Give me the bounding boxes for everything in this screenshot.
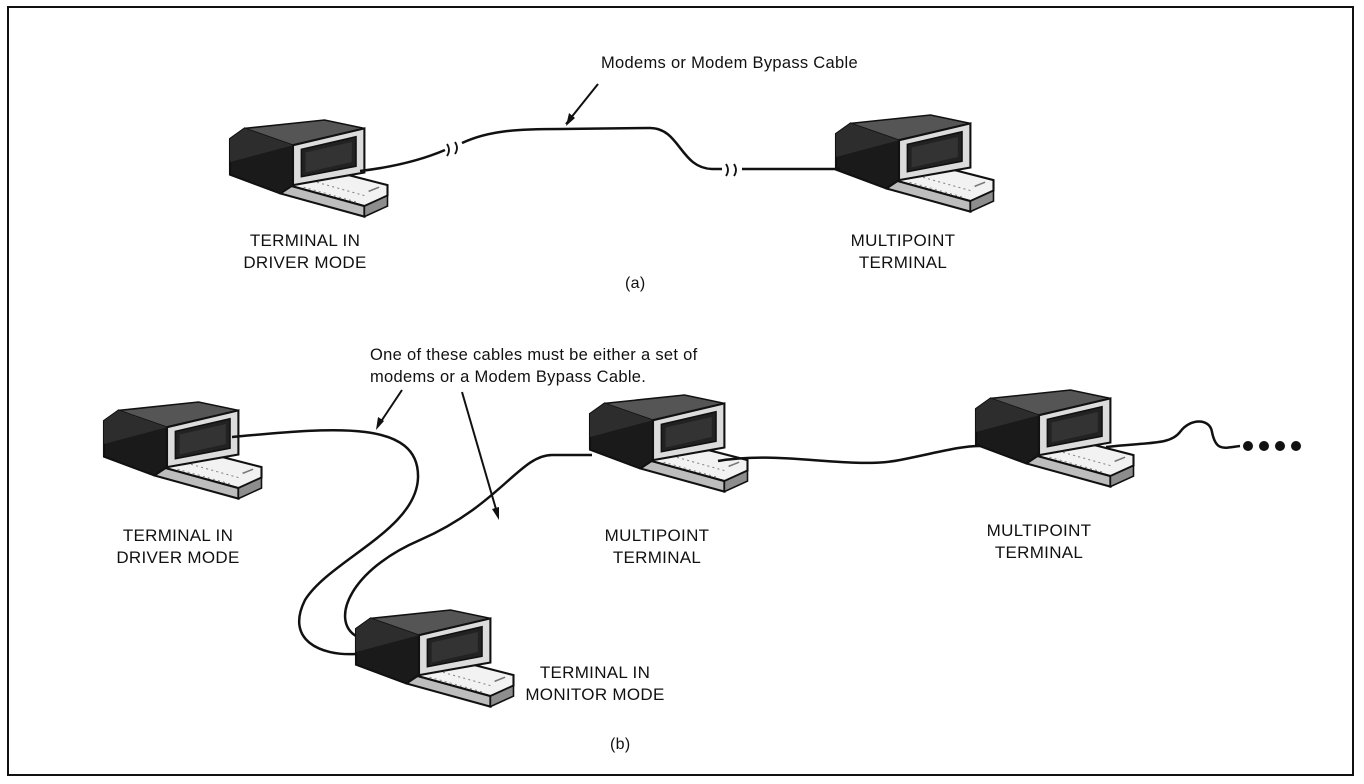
multipoint-terminal-2-icon xyxy=(976,390,1134,487)
label-line: TERMINAL xyxy=(582,547,732,569)
cable-trailing xyxy=(1106,422,1240,448)
cable-break-icon xyxy=(447,142,457,156)
multipoint-terminal-1-icon xyxy=(590,395,748,492)
annotation-a: Modems or Modem Bypass Cable xyxy=(601,52,858,74)
label-line: TERMINAL IN xyxy=(230,230,380,252)
continuation-dots-icon xyxy=(1240,436,1310,456)
label-line: MULTIPOINT xyxy=(582,525,732,547)
label-line: TERMINAL xyxy=(964,542,1114,564)
annotation-line: One of these cables must be either a set… xyxy=(370,344,698,366)
caption-b: (b) xyxy=(610,734,630,756)
label-line: TERMINAL IN xyxy=(520,662,670,684)
label-line: MULTIPOINT xyxy=(828,230,978,252)
driver-terminal-a-icon xyxy=(230,120,388,217)
multipoint-terminal-a-label: MULTIPOINT TERMINAL xyxy=(828,230,978,274)
driver-terminal-b-icon xyxy=(104,402,262,499)
annotation-line: modems or a Modem Bypass Cable. xyxy=(370,366,698,388)
cable-a-left xyxy=(360,150,445,171)
cable-a-mid xyxy=(462,128,722,169)
monitor-terminal-label: TERMINAL IN MONITOR MODE xyxy=(520,662,670,706)
label-line: MULTIPOINT xyxy=(964,520,1114,542)
driver-terminal-a-label: TERMINAL IN DRIVER MODE xyxy=(230,230,380,274)
label-line: TERMINAL xyxy=(828,252,978,274)
annotation-arrow-b2 xyxy=(462,392,498,516)
driver-terminal-b-label: TERMINAL IN DRIVER MODE xyxy=(103,525,253,569)
cable-multipoint-chain xyxy=(718,446,980,463)
part-a-diagram xyxy=(230,84,994,217)
annotation-b: One of these cables must be either a set… xyxy=(370,344,698,388)
cable-break-icon xyxy=(726,164,736,176)
multipoint-terminal-1-label: MULTIPOINT TERMINAL xyxy=(582,525,732,569)
label-line: DRIVER MODE xyxy=(103,547,253,569)
label-line: TERMINAL IN xyxy=(103,525,253,547)
label-line: MONITOR MODE xyxy=(520,684,670,706)
multipoint-terminal-a-icon xyxy=(836,115,994,212)
label-line: DRIVER MODE xyxy=(230,252,380,274)
monitor-terminal-icon xyxy=(356,610,514,707)
caption-a: (a) xyxy=(625,273,645,295)
multipoint-terminal-2-label: MULTIPOINT TERMINAL xyxy=(964,520,1114,564)
cable-monitor-multipoint xyxy=(345,455,592,636)
